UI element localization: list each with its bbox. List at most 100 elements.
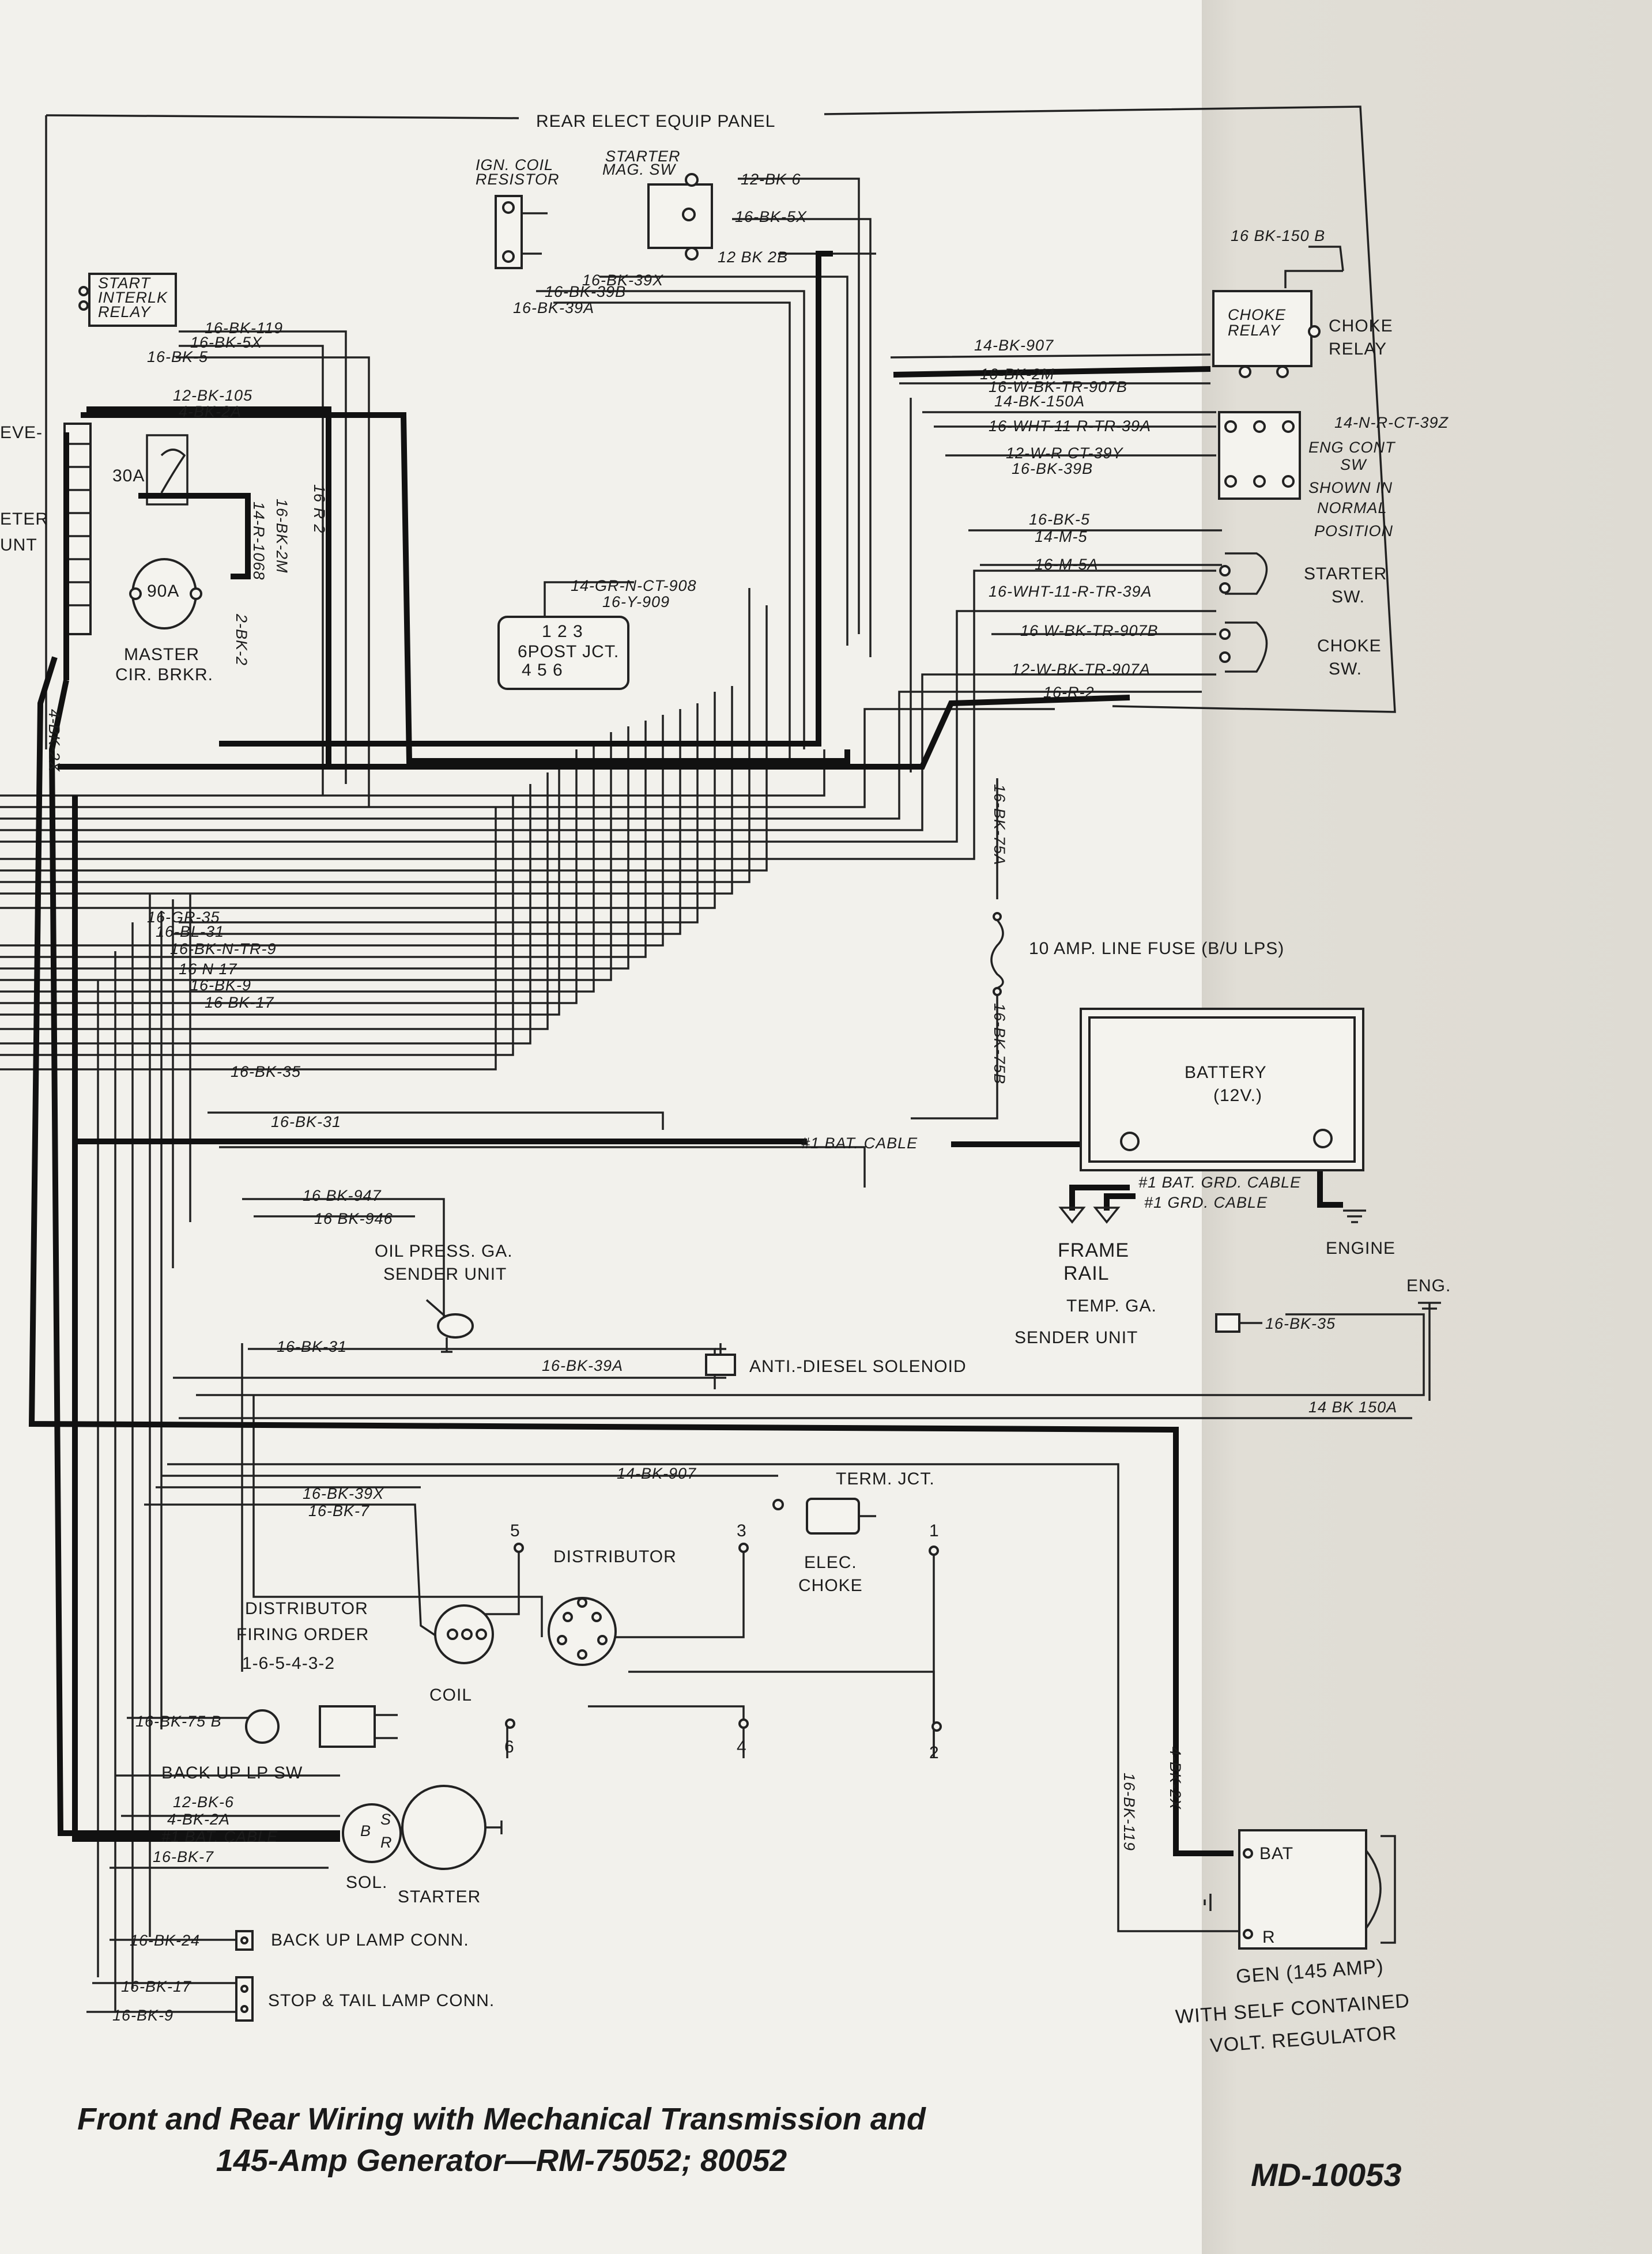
stop-tail-lamp-conn-label: STOP & TAIL LAMP CONN. <box>268 1991 495 2010</box>
temp-sender-unit <box>1215 1313 1262 1333</box>
spark-plug-terminals <box>505 1543 942 1732</box>
starter-sw-2: SW. <box>1332 587 1365 606</box>
wire-14bk150a: 14-BK-150A <box>994 393 1085 410</box>
elec-choke-2: CHOKE <box>798 1576 863 1595</box>
wire-16wht11rtr39a-top: 16-WHT-11 R-TR-39A <box>989 417 1151 435</box>
wire-16r2-vertical: 16 R 2 <box>311 484 328 534</box>
wire-16bk119: 16-BK-119 <box>205 319 283 337</box>
gen-r-label: R <box>1262 1928 1276 1947</box>
engine-label: ENGINE <box>1326 1239 1395 1258</box>
eng-cont-sw-2: SW <box>1340 456 1367 473</box>
wire-4bk2x-vertical: 4-BK-2X <box>1167 1747 1184 1810</box>
line-fuse-label: 10 AMP. LINE FUSE (B/U LPS) <box>1029 939 1284 958</box>
cyl-5: 5 <box>510 1521 521 1540</box>
cyl-1: 1 <box>929 1521 940 1540</box>
left-partial-1: EVE- <box>0 423 43 442</box>
anti-diesel-solenoid <box>705 1343 736 1376</box>
wire-2bk2: 2-BK-2 <box>233 613 250 666</box>
wire-16bk9-bottom: 16-BK-9 <box>112 2007 174 2024</box>
wire-14m5: 14-M-5 <box>1035 528 1088 545</box>
choke-relay <box>1212 290 1321 378</box>
firing-order-1: DISTRIBUTOR <box>245 1599 368 1618</box>
wire-16bk39x: 16-BK-39X <box>303 1485 384 1502</box>
wire-16bk7-bottom: 16-BK-7 <box>153 1848 214 1865</box>
generator <box>1204 1829 1396 1950</box>
breaker-30a <box>146 434 188 506</box>
wire-1batgrdcable: #1 BAT. GRD. CABLE <box>1138 1174 1301 1191</box>
back-up-lamp-switch <box>245 1705 398 1748</box>
wire-16bk39b-top: 16-BK-39B <box>545 283 626 300</box>
choke-switch <box>1219 621 1268 673</box>
generator-label-1: GEN (145 AMP) <box>1235 1955 1385 1988</box>
start-interlk-relay-label-1: START <box>98 274 152 292</box>
wire-16bk946: 16 BK-946 <box>314 1210 393 1227</box>
wire-16bk75b-sw: 16-BK-75 B <box>135 1713 222 1730</box>
generator-label-2: WITH SELF CONTAINED <box>1175 1990 1410 2028</box>
sol-term-s: S <box>380 1811 391 1828</box>
starter-label: STARTER <box>398 1887 481 1906</box>
wire-12bk2b: 12 BK 2B <box>718 248 788 266</box>
wire-12wbktr907a: 12-W-BK-TR-907A <box>1012 661 1151 678</box>
eng-cont-sw-5: POSITION <box>1314 522 1393 540</box>
term-jct-label: TERM. JCT. <box>836 1469 935 1488</box>
post-jct-bottom: 4 5 6 <box>522 661 563 680</box>
eng-cont-switch <box>1218 411 1301 500</box>
eng-cont-sw-4: NORMAL <box>1317 499 1387 517</box>
wire-16n17: 16 N 17 <box>179 960 237 978</box>
start-interlk-relay-label-2: INTERLK <box>98 289 168 306</box>
sol-term-b: B <box>360 1822 371 1840</box>
oil-pressure-sender <box>425 1299 474 1353</box>
wire-12bk105: 12-BK-105 <box>173 387 252 404</box>
cyl-3: 3 <box>737 1521 747 1540</box>
wire-16bk5x: 16-BK-5X <box>190 334 262 351</box>
ign-coil-resistor-label-2: RESISTOR <box>476 171 560 188</box>
breaker-90a-label: 90A <box>147 582 179 601</box>
wire-12bk6: 12-BK 6 <box>741 171 801 188</box>
diagram-code: MD-10053 <box>1251 2157 1402 2193</box>
wire-12wrct39y: 12-W-R CT-39Y <box>1006 444 1124 462</box>
ground-cables <box>1069 1185 1136 1211</box>
ign-coil-resistor <box>495 195 548 269</box>
wire-14grnct908: 14-GR-N-CT-908 <box>571 577 697 594</box>
temp-ga-2: SENDER UNIT <box>1014 1328 1138 1347</box>
line-fuse <box>990 912 1004 996</box>
wire-14r1068: 14-R-1068 <box>250 502 267 581</box>
paper-sheet <box>0 0 1202 2254</box>
wire-16bk35-r: 16-BK-35 <box>1265 1315 1336 1332</box>
firing-order-2: FIRING ORDER <box>236 1625 369 1644</box>
rear-panel-outline <box>45 105 1396 749</box>
wire-16bk75b: 16-BK-75B <box>991 1003 1008 1084</box>
frame-rail-2: RAIL <box>1063 1262 1110 1284</box>
wire-4bk2a: 4-BK-2A <box>179 403 242 420</box>
wire-16bk9: 16-BK-9 <box>190 977 251 994</box>
wire-16bk17-bottom: 16-BK-17 <box>121 1978 191 1995</box>
wire-16r2: 16-R-2 <box>1043 684 1095 701</box>
eng-cont-sw-3: SHOWN IN <box>1308 479 1393 496</box>
wire-16bl31: 16-BL-31 <box>156 923 224 940</box>
eng-cont-sw-1: ENG CONT <box>1308 439 1396 456</box>
cyl-4: 4 <box>737 1737 747 1757</box>
wire-16bk2m-vertical: 16-BK-2M <box>273 499 291 574</box>
engine-ground-icon <box>1343 1209 1366 1223</box>
wire-1grdcable: #1 GRD. CABLE <box>1144 1194 1268 1211</box>
wire-16bk31-bottom: 16-BK-31 <box>277 1338 347 1355</box>
wire-4bk2x: 4-BK-2X <box>46 709 63 772</box>
wire-16bk31: 16-BK-31 <box>271 1113 341 1130</box>
ignition-coil <box>434 1604 494 1664</box>
panel-title: REAR ELECT EQUIP PANEL <box>536 112 775 131</box>
starter-switch <box>1219 552 1268 595</box>
firing-order-3: 1-6-5-4-3-2 <box>242 1654 335 1673</box>
wire-16bk947: 16 BK-947 <box>303 1187 382 1204</box>
wire-16bk119-vertical: 16-BK-119 <box>1121 1773 1138 1851</box>
sol-term-r: R <box>380 1834 393 1851</box>
six-post-junction <box>497 581 634 690</box>
wire-16wbktr907b: 16 W-BK-TR-907B <box>1020 622 1159 639</box>
anti-diesel-label: ANTI.-DIESEL SOLENOID <box>749 1357 967 1376</box>
electric-choke <box>772 1498 876 1535</box>
wire-16bk150b: 16 BK-150 B <box>1231 227 1325 244</box>
master-cir-brkr-1: MASTER <box>124 645 199 664</box>
ground-arrows <box>1058 1207 1121 1224</box>
wire-16m5a: 16-M-5A <box>1035 556 1099 573</box>
wire-1batcable: #1 BAT. CABLE <box>801 1134 918 1152</box>
